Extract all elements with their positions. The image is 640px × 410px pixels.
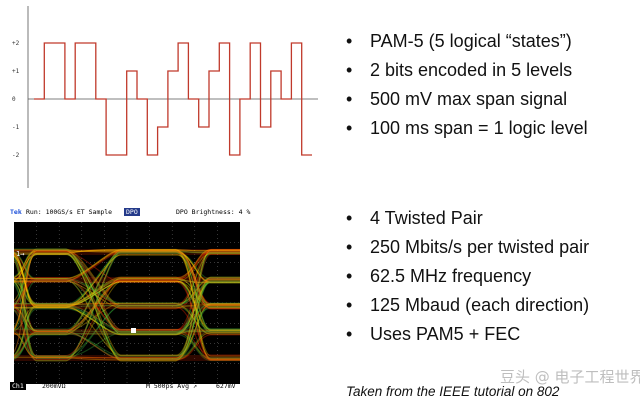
oscilloscope-eye-diagram: Tek Run: 100GS/s ET Sample DPO DPO Brigh… — [8, 206, 250, 392]
bullet-pam5-fec: Uses PAM5 + FEC — [344, 320, 589, 349]
bullet-frequency: 62.5 MHz frequency — [344, 262, 589, 291]
dpo-badge: DPO — [124, 208, 140, 216]
dpo-brightness-readout: DPO Brightness: 4 % — [176, 208, 251, 216]
y-level-label: -2 — [12, 152, 20, 159]
y-level-label: 0 — [12, 96, 16, 103]
channel-scale-readout: 200mVΩ — [42, 382, 66, 390]
timebase-readout: M 500ps Avg ↗ — [146, 382, 197, 390]
bullet-signal-span: 500 mV max span signal — [344, 85, 588, 114]
bullet-baud-rate: 125 Mbaud (each direction) — [344, 291, 589, 320]
scope-status-bar: Tek Run: 100GS/s ET Sample DPO DPO Brigh… — [8, 206, 250, 218]
source-caption: Taken from the IEEE tutorial on 802 — [346, 384, 560, 399]
y-level-label: +1 — [12, 68, 20, 75]
pam5-waveform-figure: +2 +1 0 -1 -2 — [12, 6, 318, 188]
bullet-pam5-states: PAM-5 (5 logical “states”) — [344, 27, 588, 56]
pam5-properties-list: PAM-5 (5 logical “states”) 2 bits encode… — [344, 27, 588, 143]
bullet-span-per-level: 100 ms span = 1 logic level — [344, 114, 588, 143]
y-level-label: -1 — [12, 124, 20, 131]
scope-graticule — [14, 222, 240, 384]
bullet-bitrate-per-pair: 250 Mbits/s per twisted pair — [344, 233, 589, 262]
watermark: 豆头 @ 电子工程世界 — [500, 368, 640, 386]
channel-badge: Ch1 — [10, 382, 26, 390]
trigger-marker-icon — [131, 328, 136, 333]
trigger-level-readout: 627mV — [216, 382, 236, 390]
y-level-label: +2 — [12, 40, 20, 47]
scope-readout-bar: Ch1 200mVΩ M 500ps Avg ↗ 627mV — [8, 382, 240, 392]
gigabit-ethernet-properties-list: 4 Twisted Pair 250 Mbits/s per twisted p… — [344, 204, 589, 349]
bullet-bits-per-level: 2 bits encoded in 5 levels — [344, 56, 588, 85]
tek-logo: Tek — [10, 208, 22, 216]
scope-run-status: Run: 100GS/s ET Sample — [26, 208, 113, 216]
scope-display: 1→ — [14, 222, 240, 384]
channel-marker: 1→ — [16, 250, 24, 258]
pam5-signal-trace — [34, 42, 312, 156]
eye-pattern — [14, 248, 240, 362]
bullet-twisted-pair: 4 Twisted Pair — [344, 204, 589, 233]
